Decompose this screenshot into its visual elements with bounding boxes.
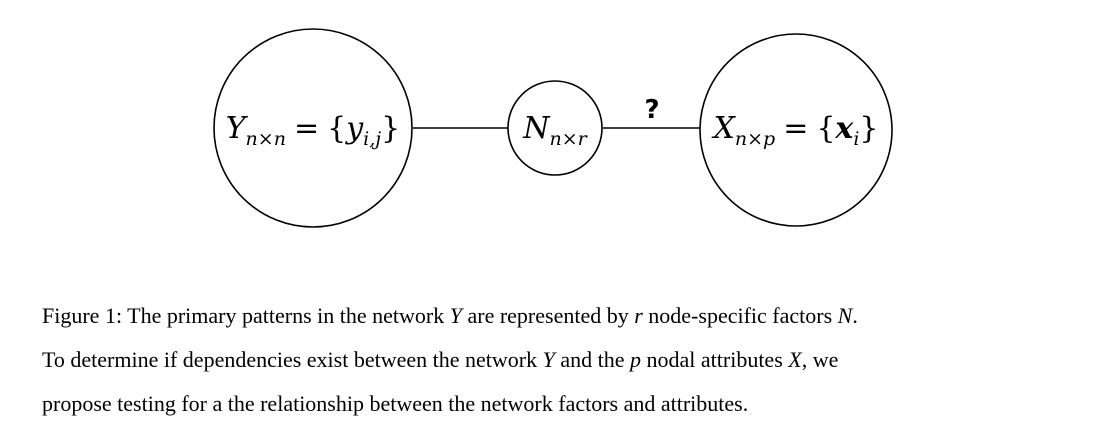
node-x-elem-sub: i <box>853 128 859 150</box>
node-x-elem: x <box>834 111 854 146</box>
caption-text: . <box>852 303 858 328</box>
diagram: Yn×n={yi,j} Nn×r Xn×p={xi} ? <box>213 28 893 228</box>
caption-var: Y <box>449 303 462 328</box>
node-x-circle <box>699 33 893 227</box>
node-x-eq: = <box>783 111 808 146</box>
node-y-circle <box>213 28 413 228</box>
node-x-close: } <box>859 111 878 146</box>
caption-line-3: propose testing for a the relationship b… <box>42 391 749 416</box>
caption-text: are represented by <box>461 303 635 328</box>
caption-var: N <box>837 303 853 328</box>
node-n-subscript: n×r <box>550 128 589 150</box>
node-y-eq: = <box>294 111 319 146</box>
node-y-elem: y <box>344 111 364 146</box>
caption-text: nodal attributes <box>641 347 789 372</box>
node-y-label: Yn×n ={yi,j} <box>226 111 401 150</box>
node-n-label: Nn×r <box>522 111 588 150</box>
node-n-circle <box>507 80 603 176</box>
caption-var: p <box>630 347 642 372</box>
caption-var: X <box>788 347 802 372</box>
node-y-open: { <box>327 111 346 146</box>
node-x-open: { <box>816 111 835 146</box>
node-y-elem-sub: i,j <box>363 128 381 150</box>
caption-text: node-specific factors <box>642 303 838 328</box>
caption-text: Figure 1: The primary patterns in the ne… <box>42 303 450 328</box>
caption-line-1: Figure 1: The primary patterns in the ne… <box>42 294 1082 338</box>
figure-caption: Figure 1: The primary patterns in the ne… <box>42 294 1082 426</box>
caption-text: To determine if dependencies exist betwe… <box>42 347 543 372</box>
caption-text: , we <box>801 347 839 372</box>
node-y-close: } <box>381 111 400 146</box>
caption-text: and the <box>554 347 631 372</box>
node-x-subscript: n×p <box>735 128 775 150</box>
node-y-subscript: n×n <box>246 128 286 150</box>
caption-line-2: To determine if dependencies exist betwe… <box>42 338 1082 382</box>
caption-var: r <box>634 303 643 328</box>
edge-question-label: ? <box>644 95 659 125</box>
node-x-label: Xn×p ={xi} <box>712 111 879 150</box>
node-x-symbol: X <box>712 111 737 146</box>
node-y-symbol: Y <box>226 111 249 146</box>
node-n-symbol: N <box>522 111 551 146</box>
caption-var: Y <box>542 347 555 372</box>
